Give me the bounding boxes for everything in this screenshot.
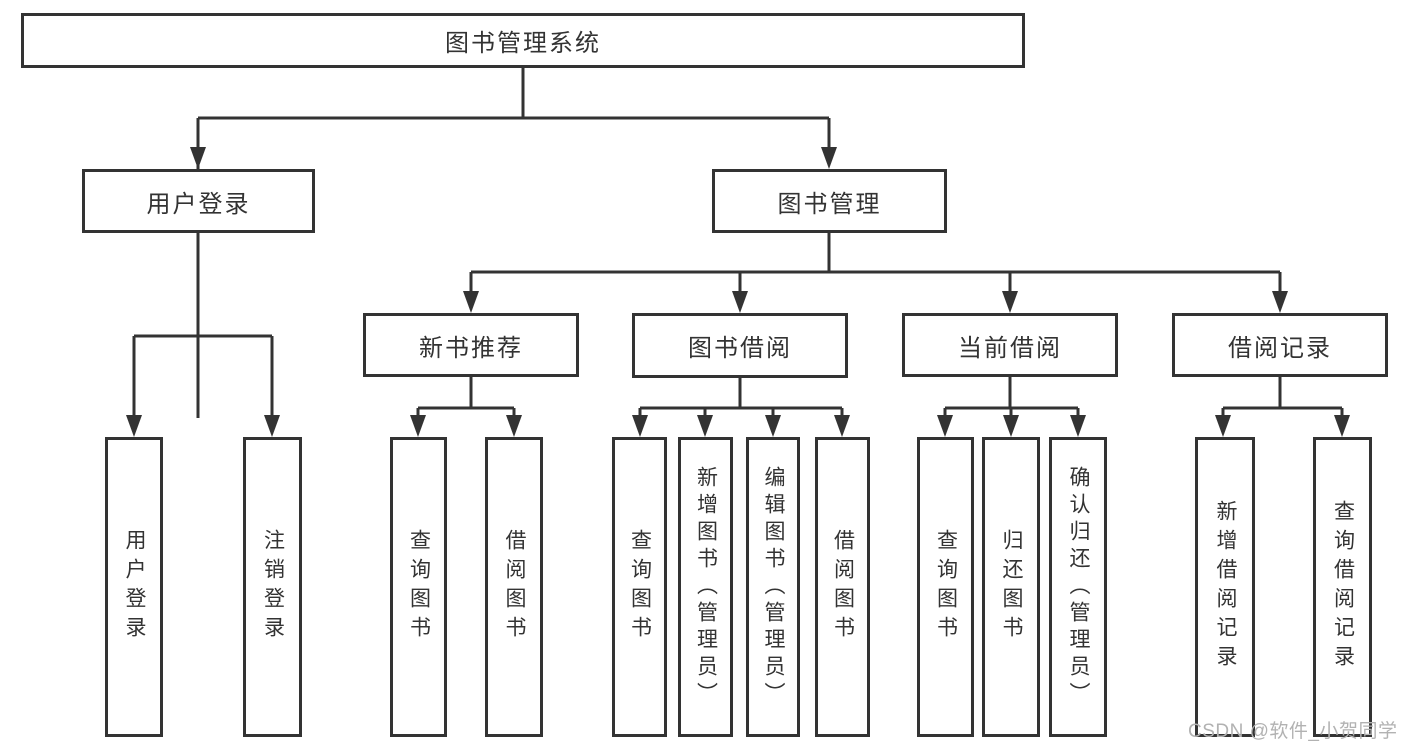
leaf-borrow-books: 借阅图书 [485,437,543,737]
leaf-return-books: 归还图书 [982,437,1040,737]
leaf-query-books: 查询图书 [390,437,447,737]
leaf-user-login: 用户登录 [105,437,163,737]
node-library-management-system: 图书管理系统 [21,13,1025,68]
leaf-add-borrow-record: 新增借阅记录 [1195,437,1255,737]
leaf-edit-book-admin: 编辑图书（管理员） [746,437,800,737]
node-new-book-recommendation: 新书推荐 [363,313,579,377]
node-book-management: 图书管理 [712,169,947,233]
node-current-borrowing: 当前借阅 [902,313,1118,377]
leaf-add-book-admin: 新增图书（管理员） [678,437,733,737]
leaf-borrow-books: 借阅图书 [815,437,870,737]
leaf-query-books: 查询图书 [612,437,667,737]
node-book-borrowing: 图书借阅 [632,313,848,378]
leaf-logout: 注销登录 [243,437,302,737]
leaf-confirm-return-admin: 确认归还（管理员） [1049,437,1107,737]
leaf-query-books: 查询图书 [917,437,974,737]
csdn-watermark: CSDN @软件_小贺同学 [1188,721,1398,742]
node-user-login: 用户登录 [82,169,315,233]
leaf-query-borrow-record: 查询借阅记录 [1313,437,1372,737]
node-borrowing-records: 借阅记录 [1172,313,1388,377]
